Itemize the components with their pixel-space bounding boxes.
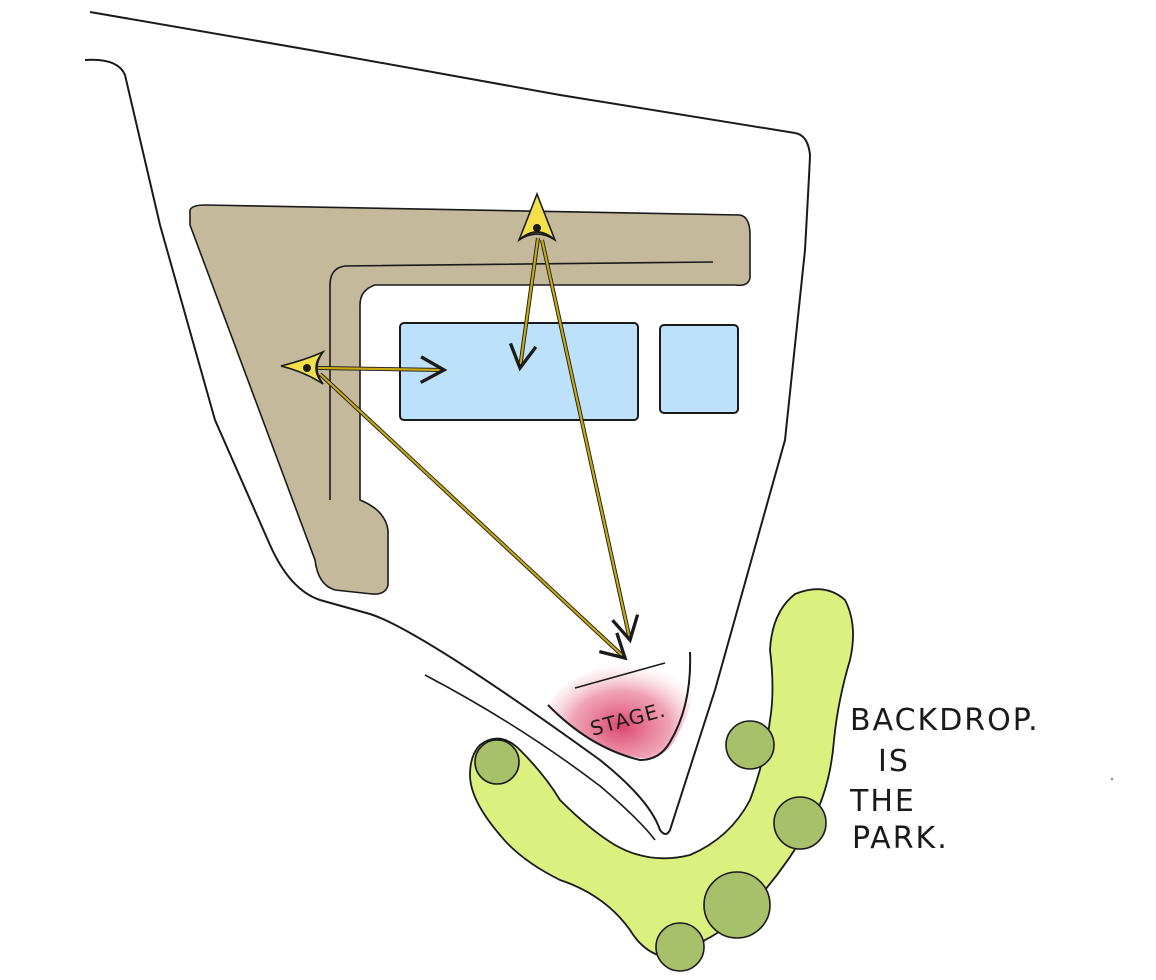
building-corridor-line	[329, 261, 714, 500]
water-pool-large	[399, 322, 639, 421]
sightlines-left	[317, 355, 628, 661]
site-boundary	[84, 58, 812, 835]
tree-canopy	[725, 720, 775, 770]
backdrop-note: BACKDROP. IS THE PARK.	[849, 703, 1040, 856]
inner-shoreline	[424, 674, 656, 841]
note-line-3: THE	[849, 784, 916, 819]
tree-canopy	[655, 922, 705, 972]
note-line-4: PARK.	[852, 821, 949, 856]
tree-canopy	[703, 871, 771, 939]
tree-canopy	[474, 739, 520, 785]
sightlines-top	[508, 237, 640, 644]
stage-front-line	[574, 662, 666, 689]
eye-icon	[280, 350, 326, 385]
stage: STAGE.	[547, 651, 695, 762]
stray-dot	[1110, 777, 1114, 781]
note-line-1: BACKDROP.	[850, 703, 1040, 738]
tree-canopy	[773, 796, 827, 850]
stage-outline	[547, 651, 692, 762]
park-band	[469, 588, 854, 959]
park	[469, 588, 854, 972]
water-pool-small	[659, 324, 739, 414]
note-line-2: IS	[878, 744, 910, 779]
road-edge-top	[89, 11, 796, 134]
eye-icon	[517, 191, 557, 243]
